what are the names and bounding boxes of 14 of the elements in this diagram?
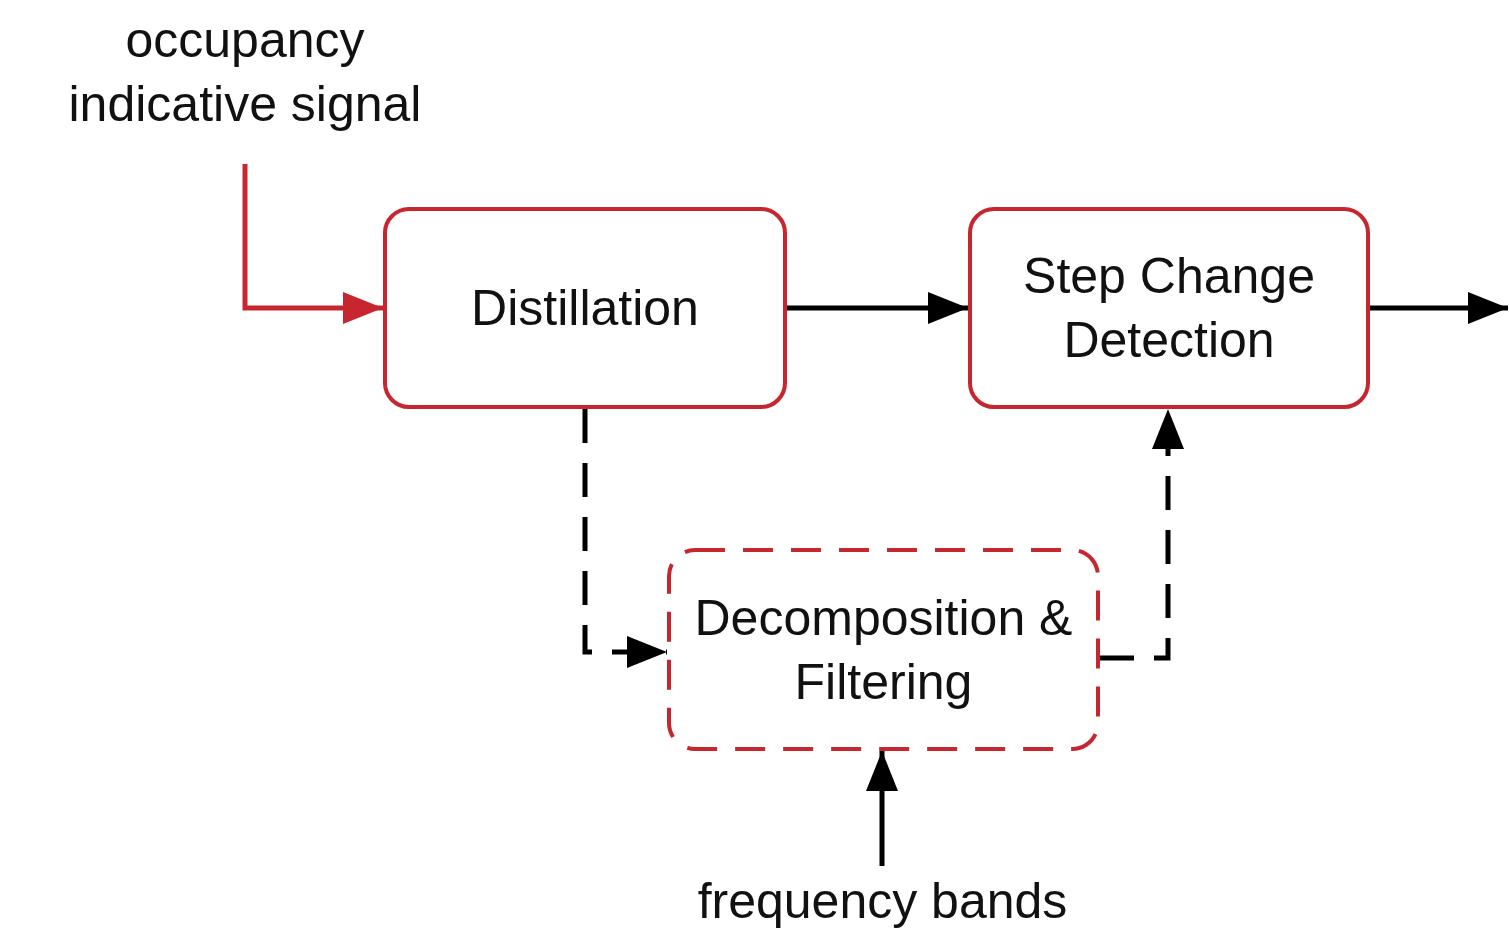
node-text: Decomposition & Filtering bbox=[693, 588, 1074, 712]
node-text: Distillation bbox=[471, 279, 699, 338]
arrow bbox=[787, 292, 968, 324]
node-text: frequency bands bbox=[697, 872, 1068, 931]
arrow bbox=[866, 751, 898, 866]
process-box bbox=[667, 548, 1100, 751]
node-text: Step Change Detection bbox=[1022, 247, 1316, 370]
process-box bbox=[968, 207, 1370, 409]
node-text: occupancy indicative signal bbox=[67, 11, 423, 134]
arrow bbox=[582, 409, 667, 668]
process-box bbox=[383, 207, 787, 409]
arrow bbox=[242, 164, 383, 324]
arrow bbox=[1370, 292, 1508, 324]
arrow bbox=[1100, 409, 1184, 661]
